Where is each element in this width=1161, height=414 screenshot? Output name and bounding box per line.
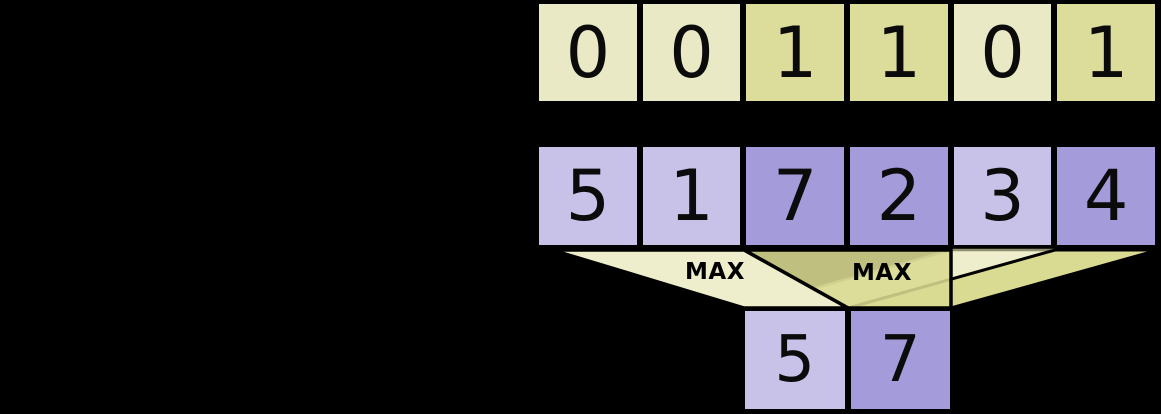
input-cell: 1 <box>639 144 744 248</box>
output-row: 5 7 <box>742 308 953 412</box>
mask-cell: 1 <box>847 1 951 104</box>
max-operation-label-right: MAX <box>852 260 912 286</box>
mask-cell: 0 <box>536 1 640 104</box>
input-cell: 2 <box>847 144 951 248</box>
output-cell: 5 <box>742 308 848 412</box>
output-cell: 7 <box>847 308 953 412</box>
input-cell: 3 <box>950 144 1055 248</box>
input-cell: 5 <box>536 144 640 248</box>
mask-cell: 1 <box>743 1 848 104</box>
mask-cell: 0 <box>950 1 1055 104</box>
input-cell: 7 <box>743 144 848 248</box>
mask-row: 0 0 1 1 0 1 <box>536 1 1159 104</box>
max-operation-label-left: MAX <box>685 259 745 285</box>
mask-cell: 1 <box>1054 1 1159 104</box>
input-row: 5 1 7 2 3 4 <box>536 144 1159 248</box>
mask-cell: 0 <box>639 1 744 104</box>
input-cell: 4 <box>1054 144 1159 248</box>
